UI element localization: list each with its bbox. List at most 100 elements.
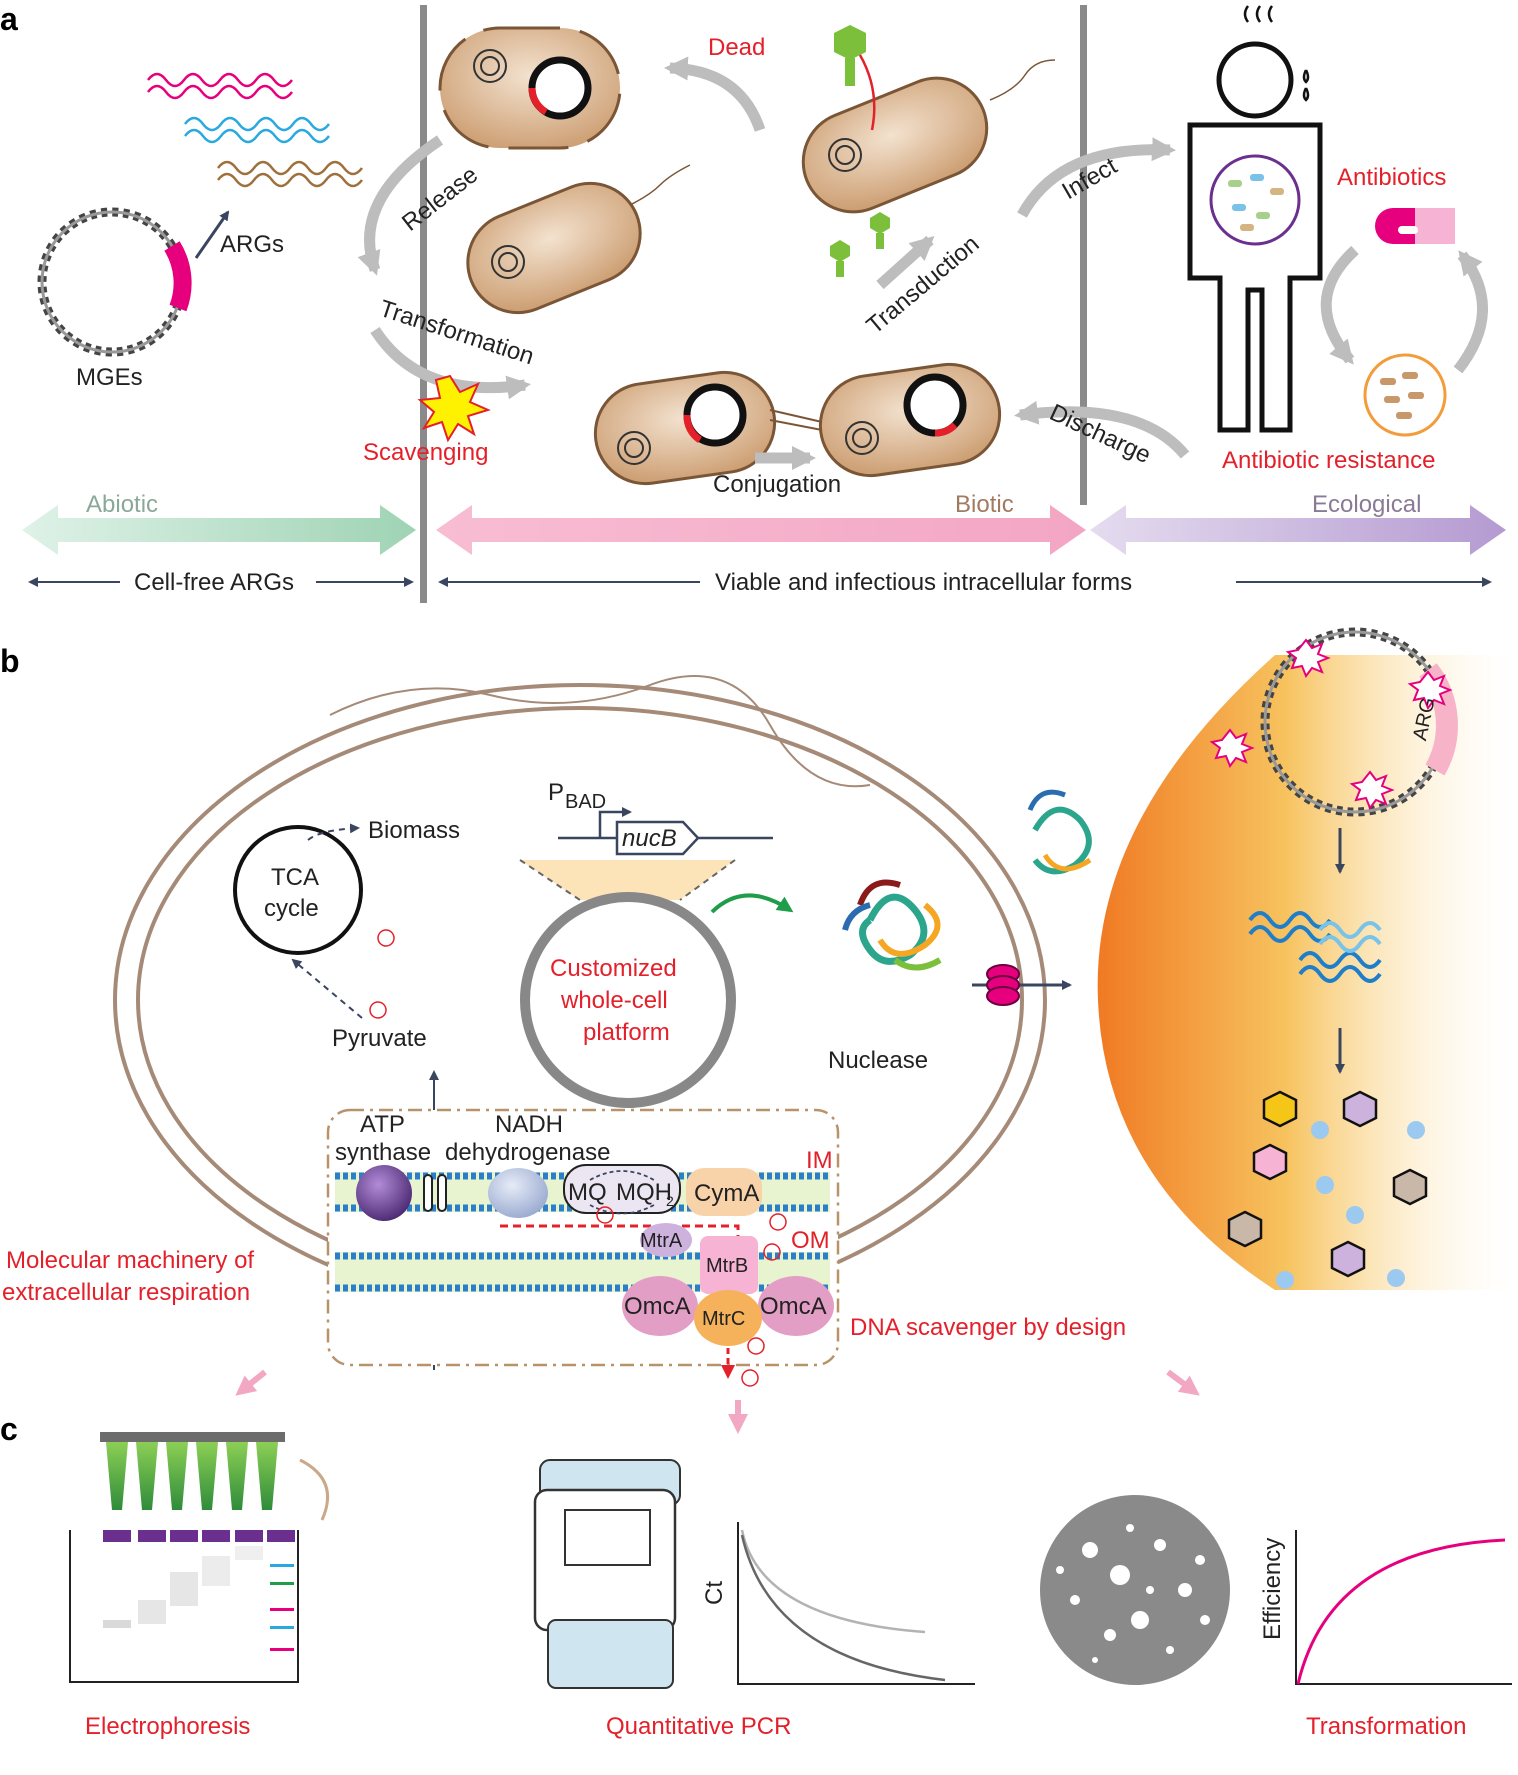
bacterium-conjugation-left xyxy=(593,370,777,486)
nucleotides-icon xyxy=(1227,1090,1428,1289)
args-arrow xyxy=(194,210,230,259)
im-label: IM xyxy=(806,1147,833,1174)
cell-free-label: Cell-free ARGs xyxy=(134,569,294,596)
promoter-arrow xyxy=(598,807,632,838)
scavenging-burst-icon xyxy=(417,374,491,443)
secretion-arrow xyxy=(710,893,794,914)
divider-right xyxy=(1080,5,1087,505)
pcr-tubes-icon xyxy=(100,1432,285,1510)
omca-right-label: OmcA xyxy=(760,1293,827,1320)
human-figure-icon xyxy=(1187,5,1323,433)
transformation-arrow xyxy=(370,326,531,400)
dna-strand-magenta xyxy=(147,72,293,100)
platform-label-3: platform xyxy=(583,1019,670,1046)
platform-plasmid xyxy=(520,892,736,1108)
scavenging-label: Scavenging xyxy=(363,439,488,466)
mq-pool xyxy=(563,1164,681,1214)
cycle-arrow-left xyxy=(1320,245,1359,365)
divider-left xyxy=(420,5,427,603)
nuclease-protein-icon xyxy=(842,879,942,971)
biomass-label: Biomass xyxy=(368,817,460,844)
discharge-arrow xyxy=(1014,400,1190,459)
small-phages-icon xyxy=(830,212,890,277)
mtra-protein xyxy=(640,1223,692,1257)
pink-arrow-left xyxy=(235,1369,267,1396)
viable-label: Viable and infectious intracellular form… xyxy=(715,569,1132,596)
phage-icon xyxy=(834,25,876,131)
biotic-label: Biotic xyxy=(955,491,1014,518)
pyruvate-arrow xyxy=(291,958,363,1019)
dead-label: Dead xyxy=(708,34,765,61)
projection-beam xyxy=(520,860,735,900)
qpcr-plot xyxy=(737,1522,975,1685)
resistant-bacteria-icon xyxy=(1363,353,1447,437)
transporter-icon xyxy=(972,964,1072,1006)
omca-left-protein xyxy=(622,1276,698,1336)
mtrb-protein xyxy=(700,1236,758,1294)
atp-channel-icon xyxy=(423,1174,433,1212)
pbad-label: P xyxy=(548,779,564,806)
cycle-arrow-right xyxy=(1453,250,1488,374)
args-label: ARGs xyxy=(220,231,284,258)
ecological-band xyxy=(1090,505,1506,555)
mq-label: MQ xyxy=(568,1179,607,1206)
nuclease-label: Nuclease xyxy=(828,1047,928,1074)
panel-b-label: b xyxy=(0,643,20,679)
transformation-c-label: Transformation xyxy=(1306,1713,1467,1740)
mtrb-label: MtrB xyxy=(706,1255,748,1277)
fragmented-dna-icon xyxy=(1248,911,1382,983)
nadh-label-1: NADH xyxy=(495,1111,563,1138)
panel-c-label: c xyxy=(0,1411,18,1447)
secreted-nuclease-icon xyxy=(1027,789,1092,875)
tca-cycle xyxy=(233,825,363,955)
membrane-electrons-icon xyxy=(596,1206,787,1387)
flagellum-icon xyxy=(329,675,871,788)
qpcr-machine-icon xyxy=(533,1459,681,1689)
mqh-label: MQH xyxy=(616,1179,672,1206)
omca-right-protein xyxy=(758,1276,834,1336)
abiotic-label: Abiotic xyxy=(86,491,158,518)
bacterium-infected xyxy=(801,59,1056,214)
pink-arrow-right xyxy=(1166,1369,1200,1396)
mtrc-protein xyxy=(694,1290,762,1346)
efficiency-plot xyxy=(1295,1530,1512,1685)
nucb-label: nucB xyxy=(622,825,677,852)
tube-load-arrow xyxy=(299,1458,330,1521)
antibiotic-resistance-label: Antibiotic resistance xyxy=(1222,447,1435,474)
efficiency-axis-label: Efficiency xyxy=(1259,1538,1286,1640)
dna-strand-cyan xyxy=(184,116,330,144)
nadh-dehydrogenase-icon xyxy=(488,1168,548,1218)
bacterium-middle xyxy=(466,164,691,315)
om-label: OM xyxy=(791,1227,830,1254)
pyruvate-label: Pyruvate xyxy=(332,1025,427,1052)
platform-label-1: Customized xyxy=(550,955,677,982)
scavenger-label: DNA scavenger by design xyxy=(850,1314,1126,1341)
bacterium-conjugation-right xyxy=(818,362,1002,478)
conjugation-label: Conjugation xyxy=(713,471,841,498)
arg-plasmid xyxy=(1209,627,1458,817)
atp-label-1: ATP xyxy=(360,1111,405,1138)
atp-synthase-icon xyxy=(356,1165,412,1221)
release-label: Release xyxy=(397,161,483,236)
biotic-band xyxy=(436,505,1086,555)
mqh-sub-label: 2 xyxy=(666,1193,674,1209)
dead-arrow xyxy=(664,56,766,132)
cyma-protein xyxy=(686,1168,762,1216)
agar-plate-icon xyxy=(1040,1495,1230,1685)
mges-label: MGEs xyxy=(76,364,143,391)
atp-channel-icon-2 xyxy=(437,1174,447,1212)
dna-strand-brown xyxy=(217,160,363,188)
dna-strands-group xyxy=(147,72,363,188)
gut-microbes-icon xyxy=(1209,154,1301,246)
tca-label-2: cycle xyxy=(264,895,319,922)
mtrc-label: MtrC xyxy=(702,1308,745,1330)
biomass-arrow xyxy=(307,823,360,841)
platform-label-2: whole-cell xyxy=(560,987,668,1014)
infect-arrow xyxy=(1017,137,1176,218)
machinery-label-2: extracellular respiration xyxy=(2,1279,250,1306)
qpcr-label: Quantitative PCR xyxy=(606,1713,791,1740)
ecological-label: Ecological xyxy=(1312,491,1421,518)
transduction-arrow xyxy=(876,235,935,290)
conjugation-bridge xyxy=(769,409,823,431)
